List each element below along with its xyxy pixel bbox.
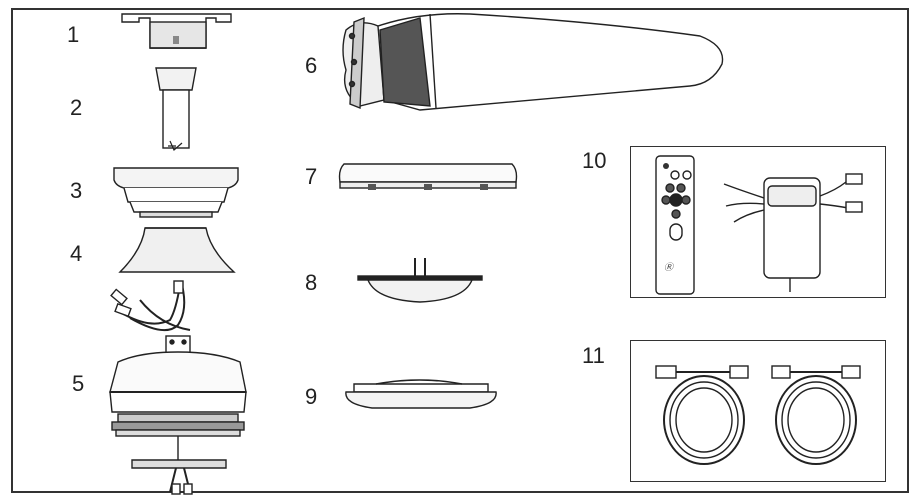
- fan-blade-icon: [342, 13, 724, 111]
- light-kit-icon: [357, 258, 483, 303]
- part-number-1: 1: [67, 22, 80, 47]
- part-number-6: 6: [305, 53, 318, 78]
- svg-text:Ⓡ: Ⓡ: [664, 262, 675, 272]
- part-number-7: 7: [305, 164, 318, 189]
- downrod-icon: [155, 67, 197, 151]
- remote-and-receiver-icon: Ⓡ: [655, 155, 863, 295]
- part-number-9: 9: [305, 384, 318, 409]
- part-number-3: 3: [70, 178, 83, 203]
- part-number-5: 5: [72, 371, 85, 396]
- canopy-icon: [113, 167, 239, 218]
- part-number-10: 10: [582, 148, 607, 173]
- extension-cables-icon: [655, 365, 861, 465]
- canopy-cover-icon: [118, 227, 236, 273]
- light-cover-icon: [345, 379, 497, 409]
- part-number-11: 11: [582, 343, 605, 368]
- motor-assembly-icon: [109, 280, 247, 495]
- part-number-2: 2: [70, 95, 83, 120]
- part-number-8: 8: [305, 270, 318, 295]
- part-number-4: 4: [70, 241, 83, 266]
- mounting-bracket-icon: [121, 13, 232, 49]
- switch-housing-icon: [338, 163, 518, 190]
